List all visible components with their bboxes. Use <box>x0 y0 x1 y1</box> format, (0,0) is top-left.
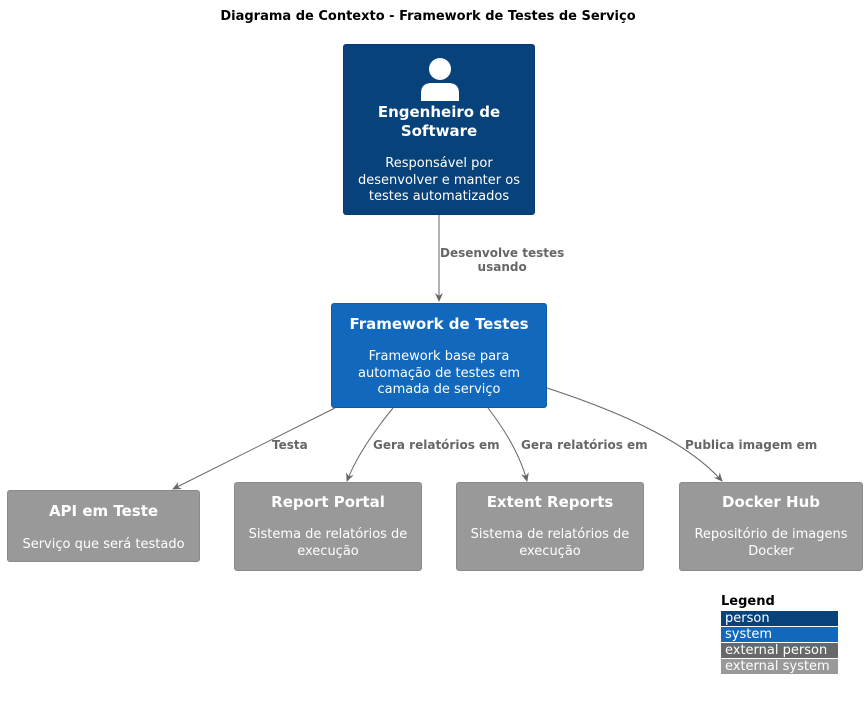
edge-label-publishes: Publica imagem em <box>685 438 818 452</box>
node-extent-reports[interactable]: Extent Reports Sistema de relatórios de … <box>456 482 644 571</box>
node-api-name: API em Teste <box>48 502 159 520</box>
edge-label-develops-line2: usando <box>477 260 527 274</box>
node-report-portal-desc-line: Sistema de relatórios de <box>248 527 408 542</box>
edge-publishes <box>546 387 723 482</box>
node-framework-desc-line: Framework base para <box>368 349 510 364</box>
node-report-portal[interactable]: Report Portal Sistema de relatórios de e… <box>234 482 422 571</box>
node-docker-hub[interactable]: Docker Hub Repositório de imagens Docker <box>679 482 863 571</box>
node-docker-hub-desc-line: Repositório de imagens <box>694 527 848 542</box>
node-docker-hub-name: Docker Hub <box>722 493 820 511</box>
node-engineer-name-line2: Software <box>400 122 478 140</box>
edge-label-reports-extent: Gera relatórios em <box>521 438 648 452</box>
edge-label-develops: Desenvolve testes usando <box>440 246 564 274</box>
person-icon <box>421 58 459 101</box>
node-api-desc-line: Serviço que será testado <box>22 537 185 552</box>
node-engineer-desc-line: testes automatizados <box>368 189 510 204</box>
node-framework-desc-line: automação de testes em <box>358 365 520 381</box>
node-framework[interactable]: Framework de Testes Framework base para … <box>331 303 547 408</box>
node-extent-reports-name: Extent Reports <box>486 493 614 511</box>
legend-item-external-person: external person <box>721 643 838 658</box>
legend-item-external-system: external system <box>721 659 838 674</box>
node-engineer-desc-line: desenvolver e manter os <box>358 172 520 188</box>
legend-title: Legend <box>721 594 775 609</box>
node-extent-reports-desc-line: execução <box>519 543 581 559</box>
edge-tests <box>172 407 336 490</box>
legend-item-person: person <box>721 611 838 626</box>
node-engineer-name-line1: Engenheiro de <box>377 103 501 121</box>
node-docker-hub-desc-line: Docker <box>748 543 794 559</box>
edge-label-develops-line1: Desenvolve testes <box>440 246 565 260</box>
node-api[interactable]: API em Teste Serviço que será testado <box>7 490 200 562</box>
edge-reports-extent <box>487 407 529 482</box>
node-framework-desc-line: camada de serviço <box>377 382 501 397</box>
edge-reports-portal <box>346 407 394 482</box>
node-report-portal-desc-line: execução <box>297 543 359 559</box>
legend-item-system: system <box>721 627 838 642</box>
legend: Legend person system external person ext… <box>721 594 838 674</box>
node-framework-name: Framework de Testes <box>349 315 529 333</box>
node-report-portal-name: Report Portal <box>271 493 385 511</box>
edge-label-reports-portal: Gera relatórios em <box>373 438 500 452</box>
node-engineer-desc-line: Responsável por <box>385 156 493 171</box>
node-extent-reports-desc-line: Sistema de relatórios de <box>470 527 630 542</box>
node-engineer[interactable]: Engenheiro de Software Responsável por d… <box>343 44 535 215</box>
edge-label-tests: Testa <box>272 438 308 452</box>
diagram-title: Diagrama de Contexto - Framework de Test… <box>220 9 636 24</box>
